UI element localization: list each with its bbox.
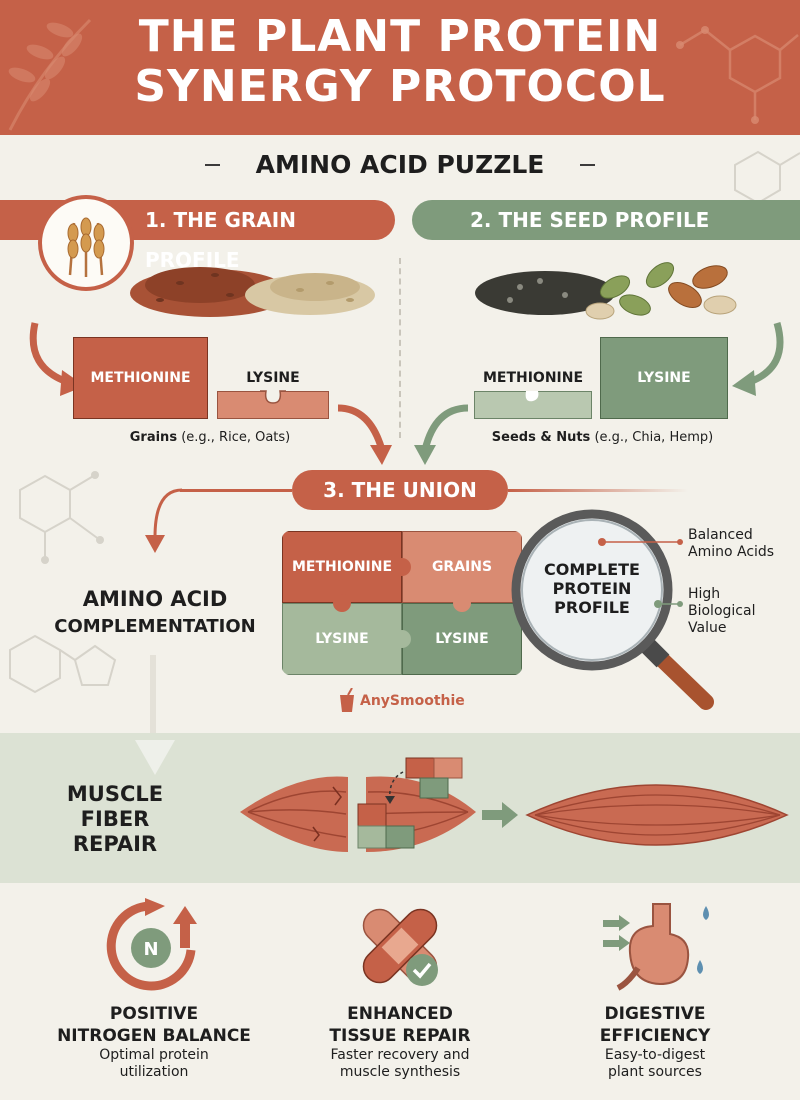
grain-lysine-label: LYSINE bbox=[246, 370, 300, 386]
title-rule-left bbox=[205, 164, 220, 166]
magnifier-line-3: PROFILE bbox=[554, 598, 630, 617]
benefit-3-desc-2: plant sources bbox=[608, 1064, 702, 1080]
seed-pile-image bbox=[475, 262, 737, 320]
molecule-background-decoration bbox=[9, 471, 117, 694]
benefit-2-title-2: TISSUE REPAIR bbox=[329, 1026, 471, 1046]
stomach-icon bbox=[603, 903, 709, 991]
union-puzzle-grid: METHIONINE GRAINS LYSINE LYSINE bbox=[282, 531, 522, 675]
seed-profile-banner: 2. THE SEED PROFILE bbox=[412, 200, 800, 240]
converging-arrows-icon bbox=[337, 404, 469, 465]
molecule-decoration bbox=[676, 26, 799, 124]
seed-lysine-block: LYSINE bbox=[600, 337, 728, 419]
muscle-line-1: MUSCLE bbox=[66, 782, 164, 806]
muscle-repair-title: MUSCLE FIBER REPAIR bbox=[40, 782, 190, 857]
svg-text:N: N bbox=[143, 939, 158, 960]
repair-arrow-icon bbox=[482, 802, 518, 828]
benefit-1-desc-2: utilization bbox=[119, 1064, 189, 1080]
magnifying-glass-icon bbox=[511, 509, 714, 710]
muscle-line-3: REPAIR bbox=[72, 832, 158, 856]
title-line-2: SYNERGY PROTOCOL bbox=[134, 61, 666, 112]
callout-2-line-2: Biological bbox=[688, 603, 756, 619]
grain-methionine-block: METHIONINE bbox=[73, 337, 208, 419]
brand-name: AnySmoothie bbox=[360, 693, 465, 709]
grain-lysine-notch bbox=[260, 390, 286, 404]
bandage-icon bbox=[362, 908, 438, 986]
seed-caption-rest: (e.g., Chia, Hemp) bbox=[594, 430, 714, 445]
puzzle-piece-methionine: METHIONINE bbox=[282, 531, 402, 603]
grain-caption-bold: Grains bbox=[129, 430, 178, 445]
grain-curved-arrow-icon bbox=[29, 322, 85, 396]
complementation-line-2: COMPLEMENTATION bbox=[54, 616, 256, 637]
seed-methionine-notch bbox=[525, 391, 539, 402]
healthy-muscle-image bbox=[525, 784, 789, 846]
wheat-icon bbox=[38, 195, 134, 291]
flow-line bbox=[150, 655, 156, 740]
title-line-1: THE PLANT PROTEIN bbox=[138, 11, 662, 62]
nitrogen-cycle-icon: N bbox=[106, 898, 197, 991]
callout-2-line-3: Value bbox=[688, 620, 727, 636]
callout-balanced: Balanced Amino Acids bbox=[688, 527, 798, 561]
benefit-3-desc-1: Easy-to-digest bbox=[604, 1047, 706, 1063]
benefit-2-desc-2: muscle synthesis bbox=[339, 1064, 461, 1080]
puzzle-piece-grains: GRAINS bbox=[402, 531, 522, 603]
section-title: AMINO ACID PUZZLE bbox=[255, 150, 545, 179]
union-pill: 3. THE UNION bbox=[292, 470, 508, 510]
union-line-left bbox=[180, 489, 292, 492]
callout-2-line-1: High bbox=[688, 586, 721, 602]
page-title: THE PLANT PROTEIN SYNERGY PROTOCOL bbox=[0, 12, 800, 112]
union-line-right bbox=[508, 489, 688, 492]
benefit-3-title-1: DIGESTIVE bbox=[604, 1004, 706, 1024]
puzzle-piece-lysine-left: LYSINE bbox=[282, 603, 402, 675]
benefit-2-title-1: ENHANCED bbox=[347, 1004, 453, 1024]
magnifier-line-1: COMPLETE bbox=[544, 560, 640, 579]
flow-down-arrow-icon bbox=[135, 740, 175, 775]
magnifier-line-2: PROTEIN bbox=[552, 579, 632, 598]
smoothie-cup-icon bbox=[340, 688, 354, 712]
grain-caption-rest: (e.g., Rice, Oats) bbox=[181, 430, 291, 445]
magnifier-label: COMPLETE PROTEIN PROFILE bbox=[522, 560, 662, 617]
grain-caption: Grains (e.g., Rice, Oats) bbox=[90, 430, 330, 445]
puzzle-piece-lysine-right: LYSINE bbox=[402, 603, 522, 675]
callout-biological-value: High Biological Value bbox=[688, 586, 798, 637]
seed-caption: Seeds & Nuts (e.g., Chia, Hemp) bbox=[470, 430, 735, 445]
header-banner: THE PLANT PROTEIN SYNERGY PROTOCOL bbox=[0, 0, 800, 135]
union-down-arrow-icon bbox=[145, 488, 183, 553]
benefit-1-title-1: POSITIVE bbox=[109, 1004, 199, 1024]
puzzle-tabs bbox=[333, 558, 471, 648]
seed-methionine-label: METHIONINE bbox=[482, 370, 584, 386]
title-rule-right bbox=[580, 164, 595, 166]
benefit-nitrogen: POSITIVE NITROGEN BALANCE Optimal protei… bbox=[40, 1003, 268, 1081]
benefit-3-title-2: EFFICIENCY bbox=[599, 1026, 711, 1046]
complementation-title: AMINO ACID COMPLEMENTATION bbox=[40, 585, 270, 641]
molecule-corner-decoration bbox=[734, 150, 800, 205]
benefit-1-desc-1: Optimal protein bbox=[99, 1047, 209, 1063]
callout-1-line-1: Balanced bbox=[688, 527, 753, 543]
callout-1-line-2: Amino Acids bbox=[688, 544, 775, 560]
seed-curved-arrow-icon bbox=[732, 322, 784, 396]
seed-caption-bold: Seeds & Nuts bbox=[491, 430, 591, 445]
benefit-1-title-2: NITROGEN BALANCE bbox=[57, 1026, 251, 1046]
damaged-muscle-image bbox=[240, 757, 476, 852]
grain-pile-image bbox=[130, 267, 375, 317]
benefit-tissue-repair: ENHANCED TISSUE REPAIR Faster recovery a… bbox=[290, 1003, 510, 1081]
benefit-2-desc-1: Faster recovery and bbox=[330, 1047, 470, 1063]
callout-lines bbox=[598, 538, 683, 608]
benefit-digestive: DIGESTIVE EFFICIENCY Easy-to-digest plan… bbox=[545, 1003, 765, 1081]
profile-divider bbox=[399, 258, 401, 438]
muscle-line-2: FIBER bbox=[80, 807, 150, 831]
complementation-line-1: AMINO ACID bbox=[82, 587, 228, 611]
wheat-sprig-decoration bbox=[8, 18, 92, 131]
